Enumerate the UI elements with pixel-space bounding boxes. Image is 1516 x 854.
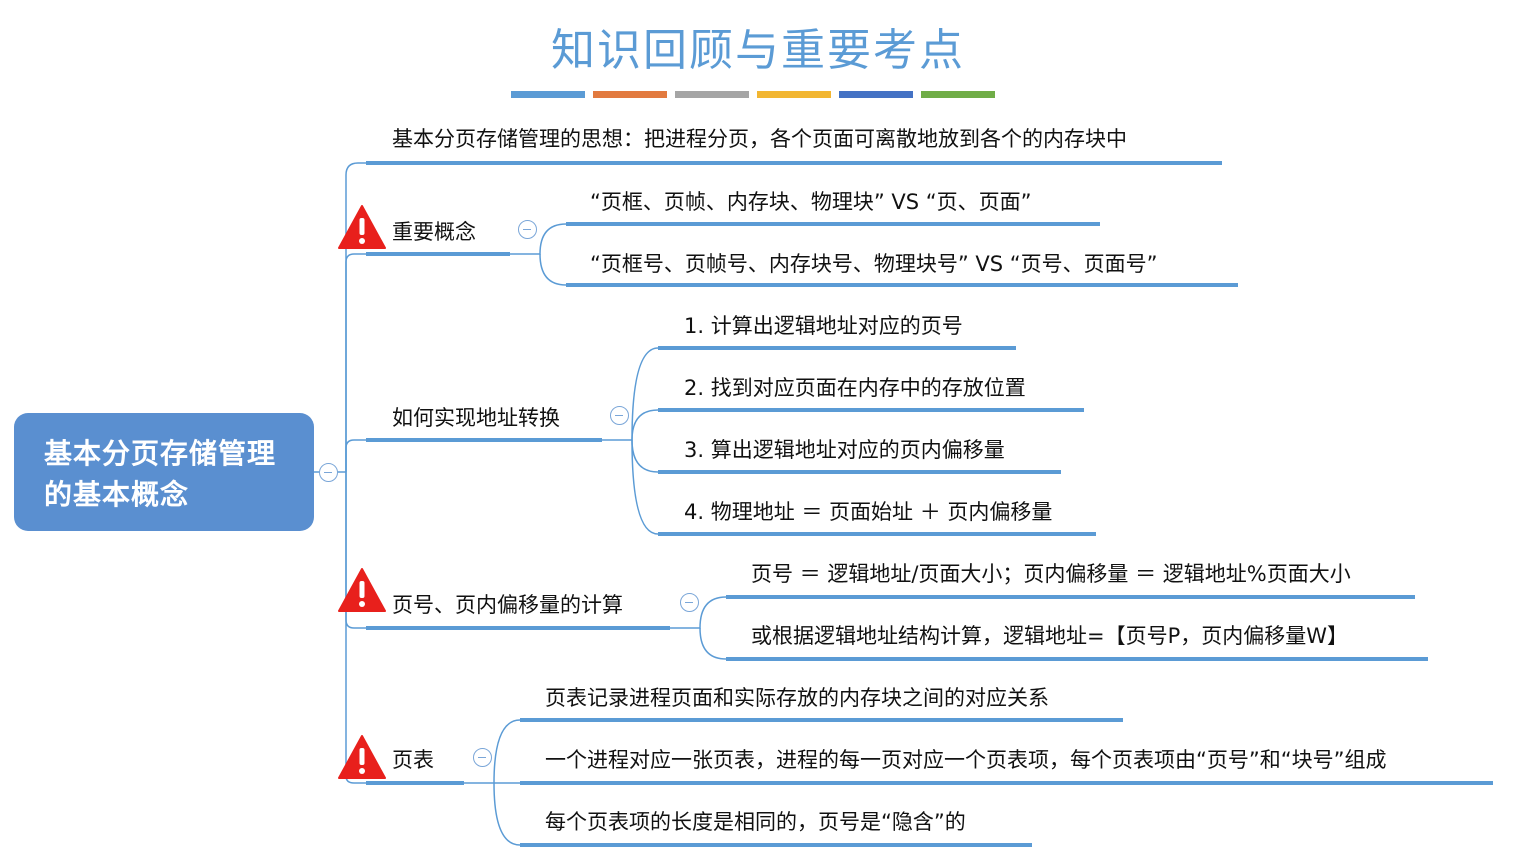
node-table: 页表 bbox=[392, 748, 434, 772]
collapse-icon[interactable] bbox=[610, 406, 629, 425]
page-title: 知识回顾与重要考点 bbox=[551, 25, 965, 76]
node-table-item-3: 每个页表项的长度是相同的，页号是“隐含”的 bbox=[545, 810, 966, 834]
warning-icon bbox=[338, 568, 386, 612]
color-bar-green bbox=[921, 91, 995, 98]
warning-icon bbox=[338, 735, 386, 779]
root-title-line1: 基本分页存储管理 bbox=[44, 437, 277, 470]
root-title-line2: 的基本概念 bbox=[44, 478, 190, 511]
node-address-item-3: 3. 算出逻辑地址对应的页内偏移量 bbox=[684, 438, 1005, 462]
node-address-item-1: 1. 计算出逻辑地址对应的页号 bbox=[684, 314, 963, 338]
color-bar-blue bbox=[511, 91, 585, 98]
color-bar-orange bbox=[593, 91, 667, 98]
collapse-icon[interactable] bbox=[319, 463, 338, 482]
color-bar-gray bbox=[675, 91, 749, 98]
collapse-icon[interactable] bbox=[680, 593, 699, 612]
color-bar-yellow bbox=[757, 91, 831, 98]
collapse-icon[interactable] bbox=[518, 220, 537, 239]
node-table-item-2: 一个进程对应一张页表，进程的每一页对应一个页表项，每个页表项由“页号”和“块号”… bbox=[545, 748, 1387, 772]
node-calc: 页号、页内偏移量的计算 bbox=[392, 593, 623, 617]
node-table-item-1: 页表记录进程页面和实际存放的内存块之间的对应关系 bbox=[545, 686, 1049, 710]
color-bar-navy bbox=[839, 91, 913, 98]
collapse-icon[interactable] bbox=[473, 748, 492, 767]
node-address: 如何实现地址转换 bbox=[392, 406, 560, 430]
node-address-item-2: 2. 找到对应页面在内存中的存放位置 bbox=[684, 376, 1026, 400]
node-concepts-item-2: “页框号、页帧号、内存块号、物理块号” VS “页号、页面号” bbox=[590, 252, 1158, 276]
node-idea: 基本分页存储管理的思想：把进程分页，各个页面可离散地放到各个的内存块中 bbox=[392, 127, 1127, 151]
root-node[interactable]: 基本分页存储管理 的基本概念 bbox=[14, 413, 314, 531]
node-address-item-4: 4. 物理地址 ＝ 页面始址 ＋ 页内偏移量 bbox=[684, 500, 1053, 524]
node-concepts-item-1: “页框、页帧、内存块、物理块” VS “页、页面” bbox=[590, 190, 1032, 214]
node-calc-item-1: 页号 ＝ 逻辑地址/页面大小；页内偏移量 ＝ 逻辑地址%页面大小 bbox=[751, 562, 1351, 586]
node-concepts: 重要概念 bbox=[392, 220, 476, 244]
node-calc-item-2: 或根据逻辑地址结构计算，逻辑地址=【页号P，页内偏移量W】 bbox=[751, 624, 1349, 648]
warning-icon bbox=[338, 205, 386, 249]
